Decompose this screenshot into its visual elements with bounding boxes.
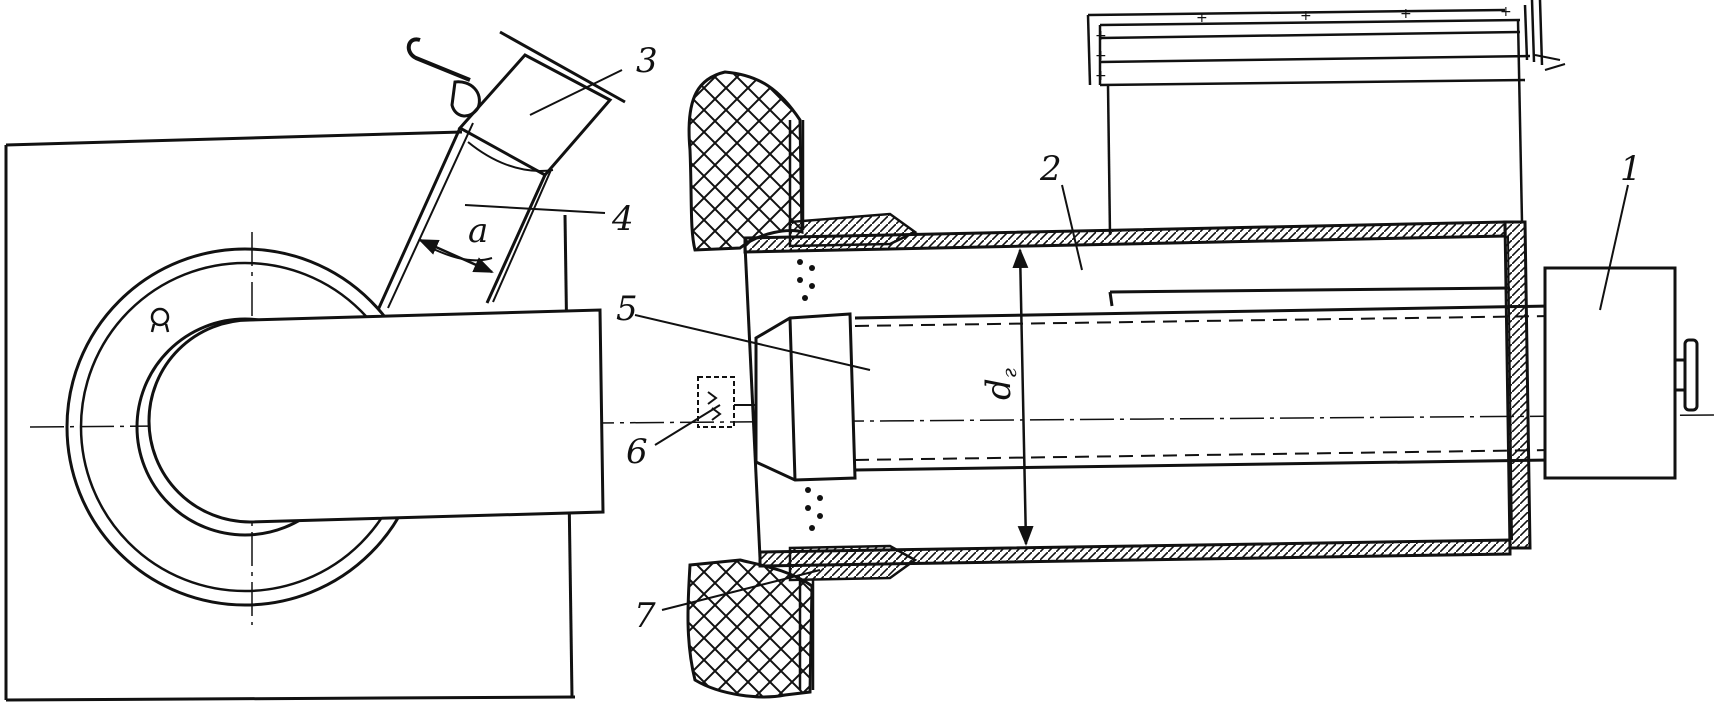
top-box-marks: + + + + + + + bbox=[1095, 4, 1512, 84]
label-2: 2 bbox=[1039, 149, 1062, 189]
svg-text:+: + bbox=[1400, 6, 1412, 22]
svg-text:dг: dг bbox=[979, 368, 1021, 400]
nozzle bbox=[754, 312, 857, 482]
label-3: 3 bbox=[636, 41, 658, 81]
dimension-d-sub: г bbox=[997, 368, 1021, 378]
label-6: 6 bbox=[626, 432, 648, 472]
sensor bbox=[697, 376, 735, 428]
dimension-a bbox=[418, 238, 494, 274]
wall-section bbox=[686, 70, 815, 699]
leader-lines bbox=[464, 69, 1629, 611]
label-7: 7 bbox=[634, 596, 656, 636]
cylinder-body bbox=[743, 220, 1532, 568]
svg-text:+: + bbox=[1196, 10, 1208, 26]
svg-text:+: + bbox=[1300, 8, 1312, 24]
label-5: 5 bbox=[616, 289, 638, 329]
dimension-d-main: d bbox=[979, 378, 1019, 400]
svg-text:+: + bbox=[1500, 4, 1512, 20]
tilted-holder bbox=[376, 30, 626, 311]
svg-text:+: + bbox=[1095, 48, 1107, 64]
seam-marks bbox=[797, 259, 823, 531]
top-box bbox=[1086, 0, 1566, 236]
dimension-a-label: a bbox=[468, 211, 488, 251]
svg-text:+: + bbox=[1095, 28, 1107, 44]
arm bbox=[147, 308, 605, 524]
inner-rod bbox=[854, 286, 1551, 472]
motor bbox=[1543, 266, 1699, 480]
dimension-dr-label: dг bbox=[979, 368, 1021, 400]
label-1: 1 bbox=[1620, 149, 1642, 189]
sensor-core bbox=[707, 391, 756, 421]
label-4: 4 bbox=[611, 199, 634, 239]
svg-text:+: + bbox=[1095, 68, 1107, 84]
dimension-dr bbox=[1012, 248, 1034, 546]
